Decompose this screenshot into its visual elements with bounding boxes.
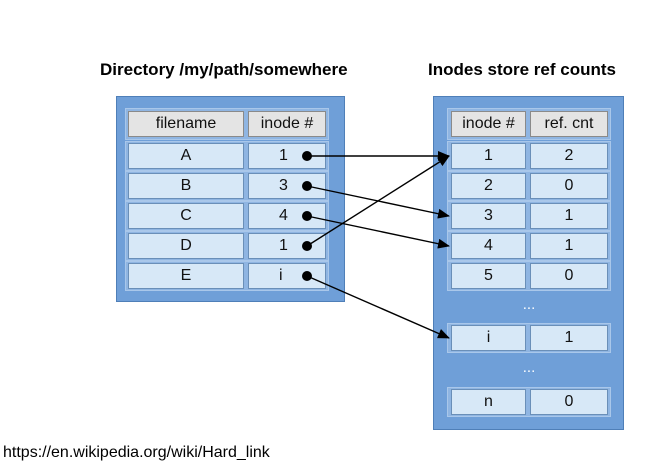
inode-cell: 4 xyxy=(248,203,326,229)
ref-count-cell: 1 xyxy=(530,203,608,229)
ref-count-cell: 2 xyxy=(530,143,608,169)
inode-number-cell: 4 xyxy=(451,233,526,259)
inode-number-cell: 2 xyxy=(451,173,526,199)
inode-number-cell: i xyxy=(451,325,526,351)
filename-cell: E xyxy=(128,263,244,289)
pointer-dot xyxy=(302,271,312,281)
inode-number-cell: 3 xyxy=(451,203,526,229)
source-url[interactable]: https://en.wikipedia.org/wiki/Hard_link xyxy=(3,444,270,461)
pointer-dot xyxy=(302,211,312,221)
ref-count-cell: 1 xyxy=(530,325,608,351)
ref-count-cell: 0 xyxy=(530,263,608,289)
inode-cell: i xyxy=(248,263,326,289)
inode-number-header: inode # xyxy=(451,111,526,137)
directory-title: Directory /my/path/somewhere xyxy=(100,60,348,79)
ellipsis: ... xyxy=(522,296,536,313)
inode-number-cell: 5 xyxy=(451,263,526,289)
pointer-dot xyxy=(302,151,312,161)
filename-cell: B xyxy=(128,173,244,199)
filename-cell: A xyxy=(128,143,244,169)
inode-cell: 1 xyxy=(248,233,326,259)
link-arrow xyxy=(306,155,450,247)
pointer-dot xyxy=(302,241,312,251)
filename-cell: D xyxy=(128,233,244,259)
link-arrow xyxy=(306,215,450,249)
inode-number-cell: n xyxy=(451,389,526,415)
inodes-title: Inodes store ref counts xyxy=(428,60,616,79)
inode-cell: 3 xyxy=(248,173,326,199)
pointer-dot xyxy=(302,181,312,191)
ref-count-cell: 1 xyxy=(530,233,608,259)
link-arrow xyxy=(306,275,450,339)
ref-count-cell: 0 xyxy=(530,173,608,199)
ellipsis: ... xyxy=(522,359,536,376)
filename-header: filename xyxy=(128,111,244,137)
inode-header: inode # xyxy=(248,111,326,137)
filename-cell: C xyxy=(128,203,244,229)
ref-count-header: ref. cnt xyxy=(530,111,608,137)
inode-number-cell: 1 xyxy=(451,143,526,169)
ref-count-cell: 0 xyxy=(530,389,608,415)
